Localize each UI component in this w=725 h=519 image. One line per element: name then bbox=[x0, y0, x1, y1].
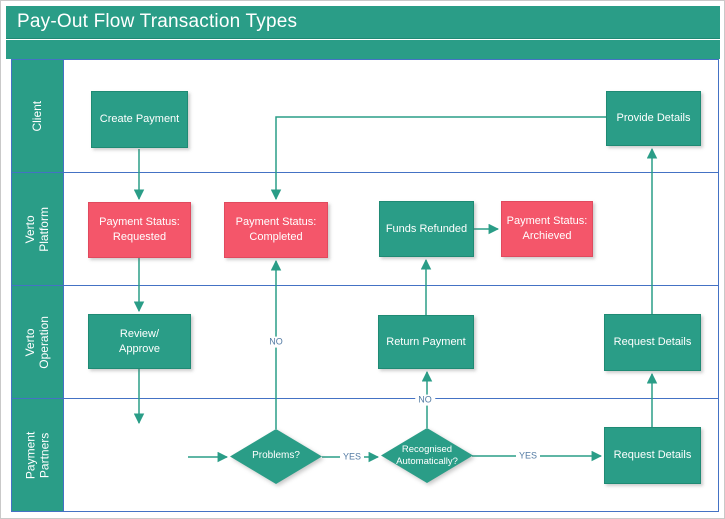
node-payment-status-requested: Payment Status: Requested bbox=[88, 202, 191, 258]
node-return-payment: Return Payment bbox=[378, 315, 474, 369]
node-review-approve: Review/ Approve bbox=[88, 314, 191, 369]
node-payment-status-archieved: Payment Status: Archieved bbox=[501, 201, 593, 257]
lane-label-client: Client bbox=[12, 60, 64, 172]
node-provide-details: Provide Details bbox=[606, 91, 701, 146]
lane-label-text: Payment Partners bbox=[23, 431, 52, 479]
decision-problems-wrap: Problems? bbox=[230, 429, 322, 484]
lane-verto-platform: Verto Platform bbox=[12, 173, 718, 286]
lane-verto-operation: Verto Operation bbox=[12, 286, 718, 399]
swimlane-frame: Client Verto Platform Verto Operation Pa… bbox=[11, 59, 719, 512]
node-request-details-operation: Request Details bbox=[604, 314, 701, 371]
node-payment-status-completed: Payment Status: Completed bbox=[224, 202, 328, 258]
decision-recognised-automatically: Recognised Automatically? bbox=[381, 428, 473, 483]
decision-problems: Problems? bbox=[230, 429, 322, 484]
edge-label-recognised-no: NO bbox=[415, 394, 435, 406]
diagram-title: Pay-Out Flow Transaction Types bbox=[17, 11, 298, 32]
decision-recognised-automatically-wrap: Recognised Automatically? bbox=[381, 428, 473, 483]
diagram-title-bar: Pay-Out Flow Transaction Types bbox=[6, 6, 720, 39]
lane-payment-partners: Payment Partners bbox=[12, 399, 718, 511]
lane-label-verto-platform: Verto Platform bbox=[12, 173, 64, 285]
lane-label-payment-partners: Payment Partners bbox=[12, 399, 64, 511]
lane-label-text: Verto Operation bbox=[23, 315, 52, 369]
lane-label-text: Verto Platform bbox=[23, 206, 52, 252]
node-create-payment: Create Payment bbox=[91, 91, 188, 148]
container-header-band bbox=[6, 40, 720, 59]
lane-label-text: Client bbox=[30, 100, 45, 132]
lane-label-verto-operation: Verto Operation bbox=[12, 286, 64, 398]
node-funds-refunded: Funds Refunded bbox=[379, 201, 474, 257]
edge-label-recognised-yes: YES bbox=[515, 450, 541, 462]
edge-label-problems-yes: YES bbox=[339, 451, 365, 463]
node-request-details-partners: Request Details bbox=[604, 427, 701, 484]
edge-label-problems-no: NO bbox=[266, 336, 286, 348]
